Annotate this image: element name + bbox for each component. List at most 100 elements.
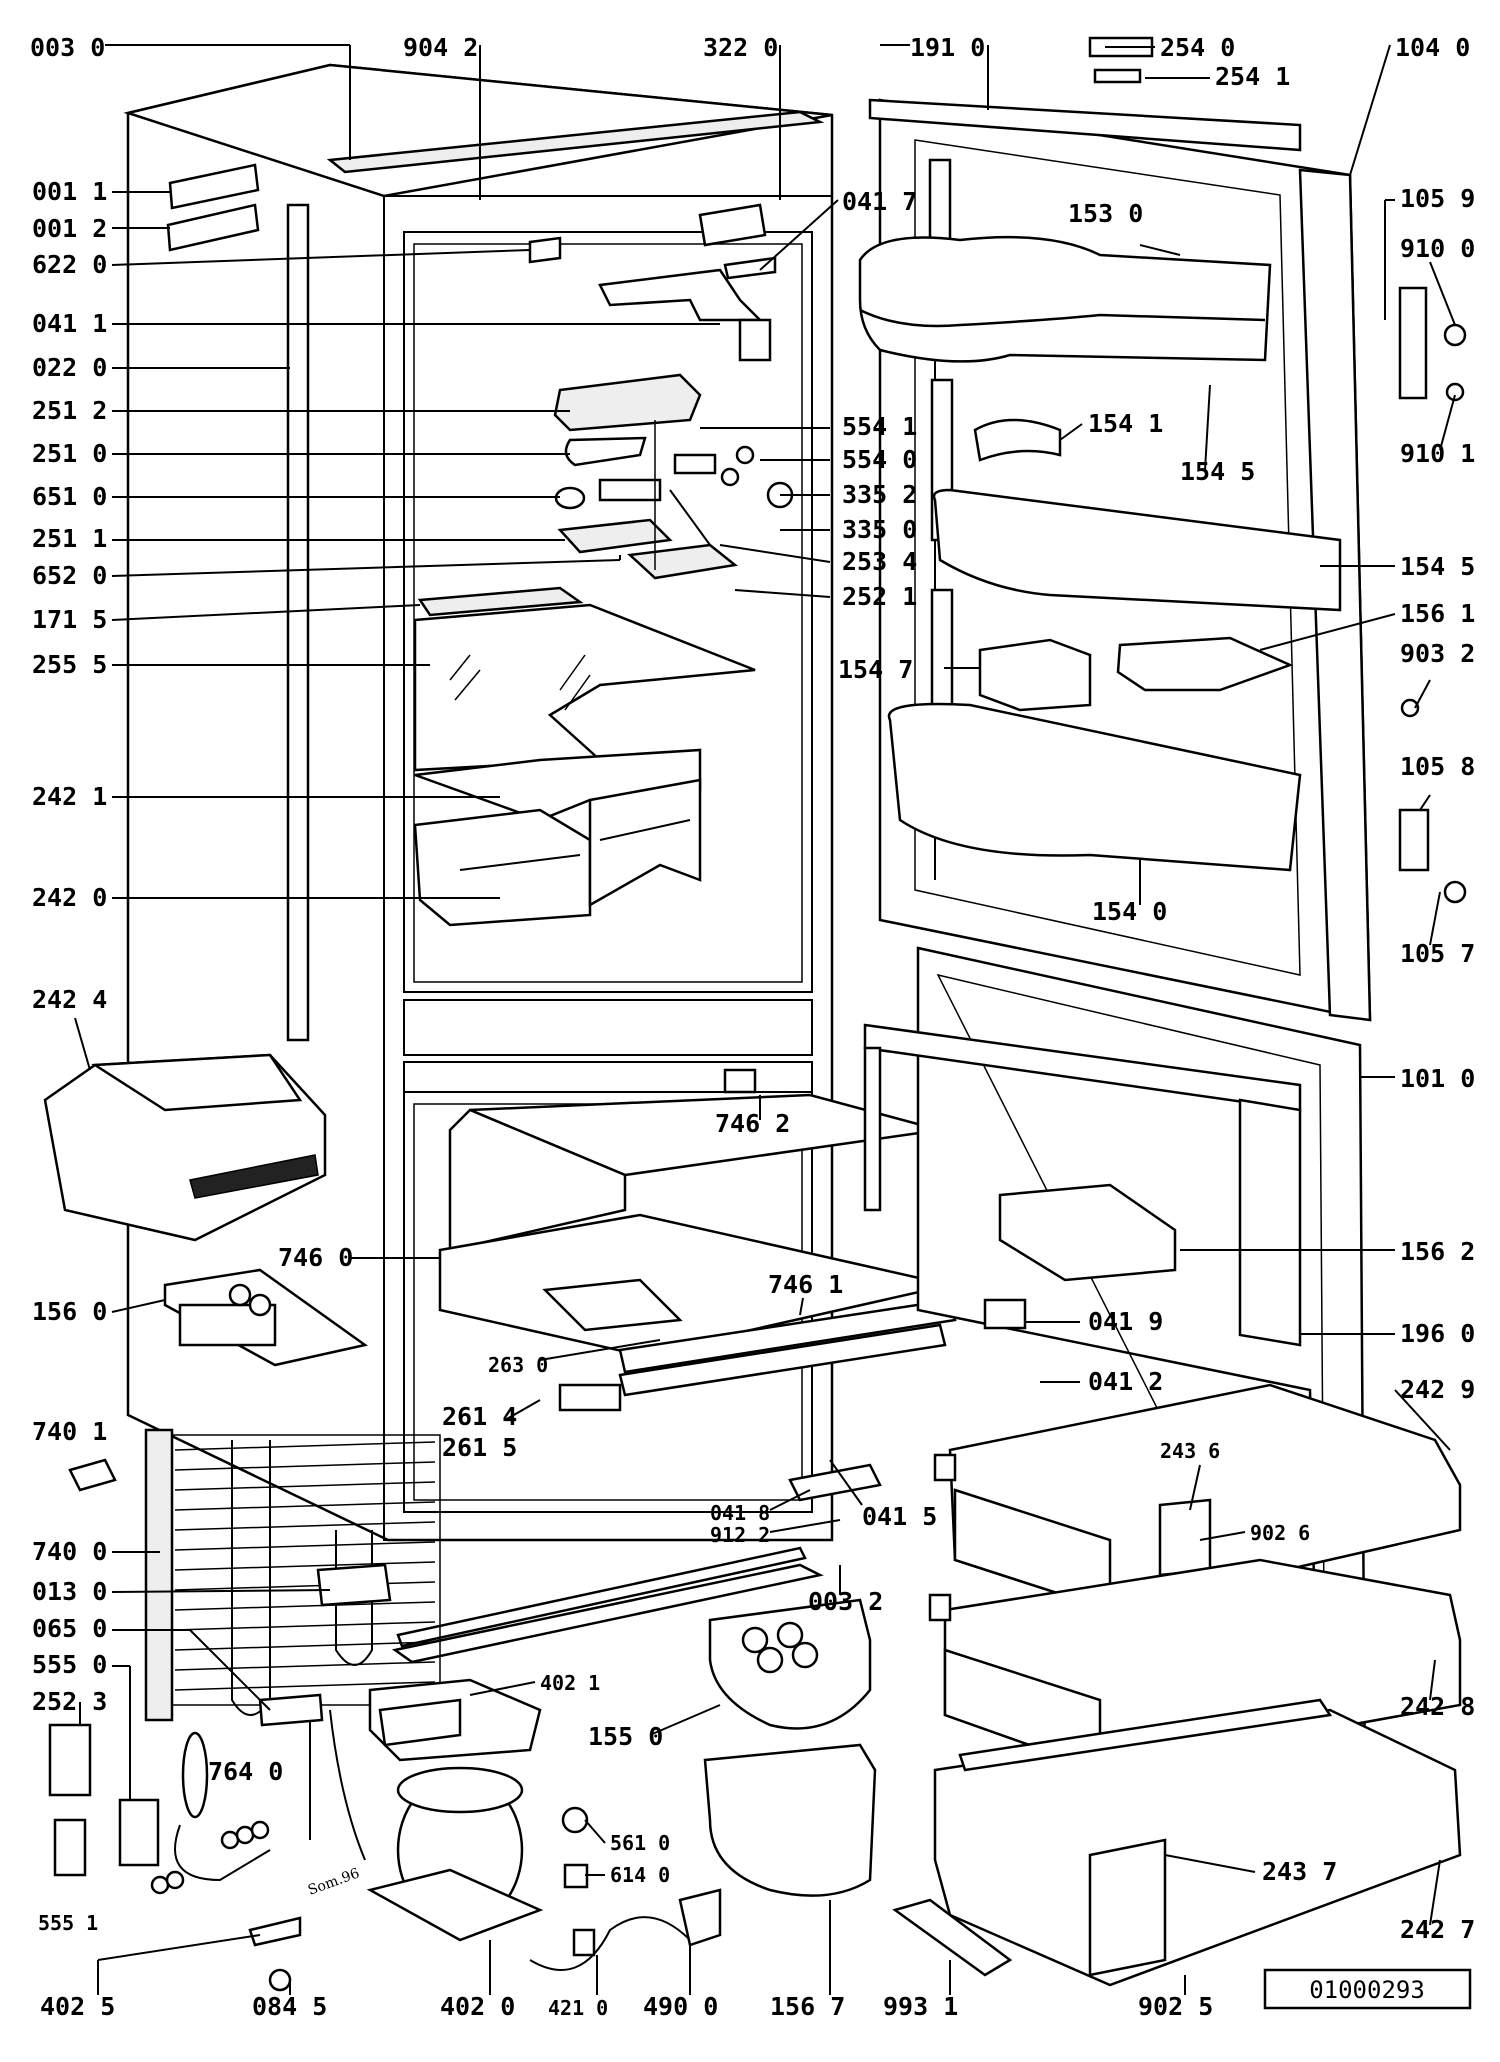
callout-242-1: 242 1 <box>32 782 107 811</box>
callout-242-9: 242 9 <box>1400 1375 1475 1404</box>
callout-251-2: 251 2 <box>32 396 107 425</box>
callout-421-0: 421 0 <box>548 1996 608 2020</box>
leader-line <box>734 589 831 598</box>
callout-105-7: 105 7 <box>1400 939 1475 968</box>
document-number: 01000293 <box>1309 1976 1425 2004</box>
leader-line <box>584 1819 606 1844</box>
callout-402-1: 402 1 <box>540 1671 600 1695</box>
leader-line <box>111 1589 331 1593</box>
callout-910-1: 910 1 <box>1400 439 1475 468</box>
leader-line <box>1189 1464 1201 1511</box>
leader-line <box>769 1519 841 1533</box>
coil-line <box>174 1581 436 1591</box>
leader-line <box>1059 423 1083 441</box>
callout-255-5: 255 5 <box>32 650 107 679</box>
callout-254-1: 254 1 <box>1215 62 1290 91</box>
callout-065-0: 065 0 <box>32 1614 107 1643</box>
callout-912-2: 912 2 <box>710 1523 770 1547</box>
callout-622-0: 622 0 <box>32 250 107 279</box>
callout-041-1: 041 1 <box>32 309 107 338</box>
callout-003-0: 003 0 <box>30 33 105 62</box>
callout-101-0: 101 0 <box>1400 1064 1475 1093</box>
callout-labels: 003 0 904 2 322 0 191 0 254 0 254 1 104 … <box>30 33 1475 2021</box>
callout-243-7: 243 7 <box>1262 1857 1337 1886</box>
callout-242-4: 242 4 <box>32 985 107 1014</box>
leader-line <box>759 199 839 271</box>
leader-line <box>1429 261 1456 326</box>
leader-line <box>799 1297 804 1316</box>
leader-line <box>1349 44 1391 176</box>
callout-253-4: 253 4 <box>842 547 917 576</box>
callout-993-1: 993 1 <box>883 1992 958 2021</box>
callout-001-1: 001 1 <box>32 177 107 206</box>
callout-171-5: 171 5 <box>32 605 107 634</box>
callout-263-0: 263 0 <box>488 1353 548 1377</box>
callout-261-4: 261 4 <box>442 1402 517 1431</box>
callout-554-1: 554 1 <box>842 412 917 441</box>
leader-line <box>1394 1389 1451 1451</box>
leader-line <box>1139 244 1181 256</box>
leader-line <box>111 1299 166 1313</box>
leader-line <box>539 1339 661 1361</box>
light-assembly <box>553 373 794 580</box>
callout-041-9: 041 9 <box>1088 1307 1163 1336</box>
callout-104-0: 104 0 <box>1395 33 1470 62</box>
leader-line <box>504 1399 541 1421</box>
leader-line <box>97 1934 261 1961</box>
callout-740-1: 740 1 <box>32 1417 107 1446</box>
callout-156-0: 156 0 <box>32 1297 107 1326</box>
ice-tray <box>163 1268 369 1367</box>
leader-lines <box>74 44 1456 1995</box>
callout-555-1: 555 1 <box>38 1911 98 1935</box>
leader-line <box>189 1629 271 1711</box>
leader-line <box>1199 1531 1246 1541</box>
callout-156-1: 156 1 <box>1400 599 1475 628</box>
callout-153-0: 153 0 <box>1068 199 1143 228</box>
egg-trays <box>703 1463 882 1897</box>
callout-490-0: 490 0 <box>643 1992 718 2021</box>
callout-191-0: 191 0 <box>910 33 985 62</box>
callout-335-2: 335 2 <box>842 480 917 509</box>
callout-154-0: 154 0 <box>1092 897 1167 926</box>
callout-746-0: 746 0 <box>278 1243 353 1272</box>
callout-904-2: 904 2 <box>403 33 478 62</box>
callout-746-2: 746 2 <box>715 1109 790 1138</box>
thermostat-and-relay <box>48 1458 324 1992</box>
drawer-242-9 <box>933 1383 1462 1612</box>
callout-154-7: 154 7 <box>838 655 913 684</box>
leader-line <box>719 544 831 563</box>
leader-line <box>469 1681 536 1696</box>
callout-651-0: 651 0 <box>32 482 107 511</box>
leader-line <box>74 1017 91 1071</box>
callout-154-5b: 154 5 <box>1400 552 1475 581</box>
callout-156-2: 156 2 <box>1400 1237 1475 1266</box>
callout-001-2: 001 2 <box>32 214 107 243</box>
door-shelves <box>858 235 1342 872</box>
callout-335-0: 335 0 <box>842 515 917 544</box>
leader-line <box>111 559 621 577</box>
callout-903-2: 903 2 <box>1400 639 1475 668</box>
callout-902-5: 902 5 <box>1138 1992 1213 2021</box>
callout-154-5a: 154 5 <box>1180 457 1255 486</box>
hinge-top <box>166 163 777 362</box>
callout-554-0: 554 0 <box>842 445 917 474</box>
leader-line <box>769 1489 811 1511</box>
callout-155-0: 155 0 <box>588 1722 663 1751</box>
callout-242-8: 242 8 <box>1400 1692 1475 1721</box>
ice-bin <box>43 1053 327 1242</box>
callout-041-8: 041 8 <box>710 1501 770 1525</box>
callout-251-0: 251 0 <box>32 439 107 468</box>
document-number-box <box>1263 1968 1472 2010</box>
compressor <box>309 1678 544 1942</box>
callout-242-0: 242 0 <box>32 883 107 912</box>
callout-555-0: 555 0 <box>32 1650 107 1679</box>
callout-154-1: 154 1 <box>1088 409 1163 438</box>
leader-line <box>1439 394 1456 451</box>
callout-013-0: 013 0 <box>32 1577 107 1606</box>
leader-line <box>1204 384 1211 471</box>
callout-402-5: 402 5 <box>40 1992 115 2021</box>
callout-105-9: 105 9 <box>1400 184 1475 213</box>
leader-line <box>1429 1859 1441 1926</box>
callout-910-0: 910 0 <box>1400 234 1475 263</box>
